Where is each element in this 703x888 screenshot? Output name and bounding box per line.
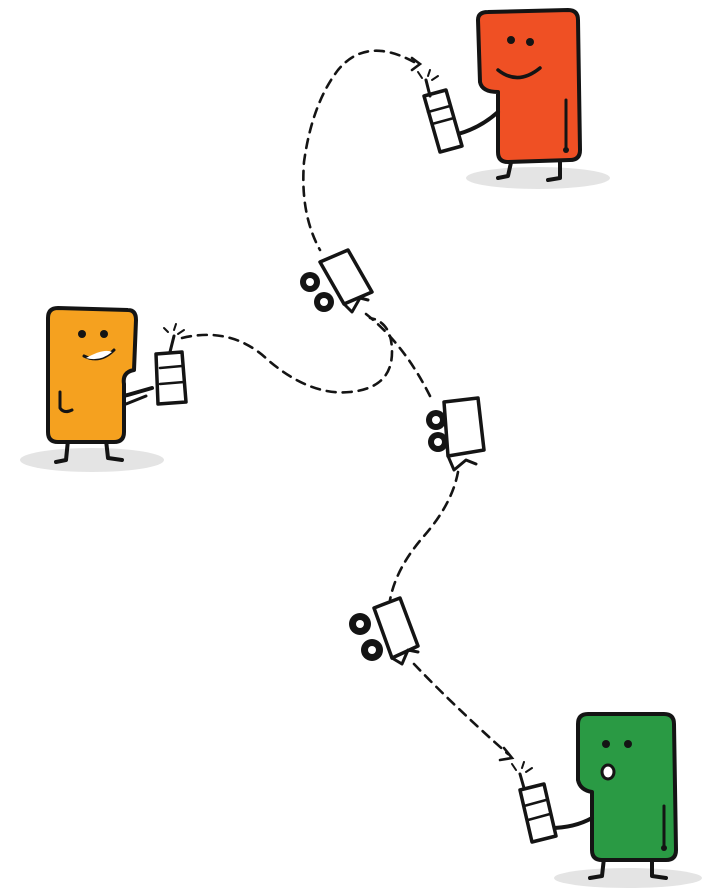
orange-character-shadow xyxy=(20,448,164,472)
toy-car-2 xyxy=(426,396,486,472)
green-character-shadow xyxy=(554,868,702,888)
path-car1-to-car2 xyxy=(364,312,432,398)
orange-character-body xyxy=(46,306,138,444)
red-character xyxy=(417,8,610,189)
green-character-body xyxy=(576,712,678,862)
path-car2-to-car3 xyxy=(388,470,460,602)
green-remote-control xyxy=(511,761,558,844)
path-red-to-car1 xyxy=(302,49,416,252)
toy-car-3 xyxy=(349,596,420,666)
orange-character xyxy=(20,306,188,472)
red-character-body xyxy=(476,8,582,164)
red-remote-control xyxy=(417,69,464,154)
orange-remote-control xyxy=(154,323,188,406)
green-character xyxy=(511,712,702,888)
flight-paths xyxy=(180,49,515,762)
red-character-shadow xyxy=(466,167,610,189)
toy-car-1 xyxy=(300,248,374,314)
path-car3-to-green xyxy=(412,662,510,756)
path-orange-loop xyxy=(180,316,394,394)
